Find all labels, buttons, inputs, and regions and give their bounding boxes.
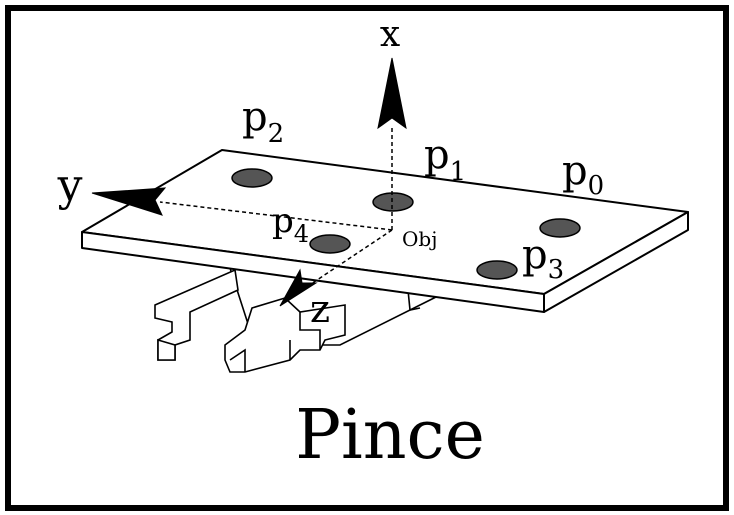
point-p0: [539, 218, 581, 238]
left-finger-tip: [157, 338, 176, 361]
label-p4: p4: [272, 201, 309, 248]
axis-arrowheads: [91, 57, 407, 307]
y-arrow-icon: [91, 187, 167, 216]
gripper-shelf-edge: [407, 289, 421, 311]
z-arrow-icon: [279, 268, 318, 307]
z-axis-label: z: [310, 287, 330, 331]
point-p1: [372, 192, 414, 212]
coordinate-axes: [159, 125, 393, 291]
plate-side-edge: [543, 211, 689, 313]
right-finger-notch: [299, 312, 321, 350]
label-p3: p3: [522, 232, 564, 285]
label-p1: p1: [424, 132, 466, 187]
y-axis-label: y: [57, 160, 83, 211]
x-arrow-icon: [377, 57, 407, 130]
origin-label: Obj: [402, 227, 437, 251]
x-axis-label: x: [380, 14, 400, 55]
point-p3: [476, 260, 518, 280]
diagram-title: Pince: [295, 396, 485, 475]
label-p0: p0: [562, 148, 604, 201]
y-axis-line: [159, 201, 393, 231]
label-p2: p2: [242, 94, 284, 149]
plate: [81, 149, 689, 313]
contact-points: [231, 168, 581, 280]
right-finger: [224, 297, 346, 373]
point-p2: [231, 168, 273, 188]
point-p4: [309, 234, 351, 254]
right-finger-edge: [229, 348, 246, 372]
frame-border: [5, 5, 729, 511]
